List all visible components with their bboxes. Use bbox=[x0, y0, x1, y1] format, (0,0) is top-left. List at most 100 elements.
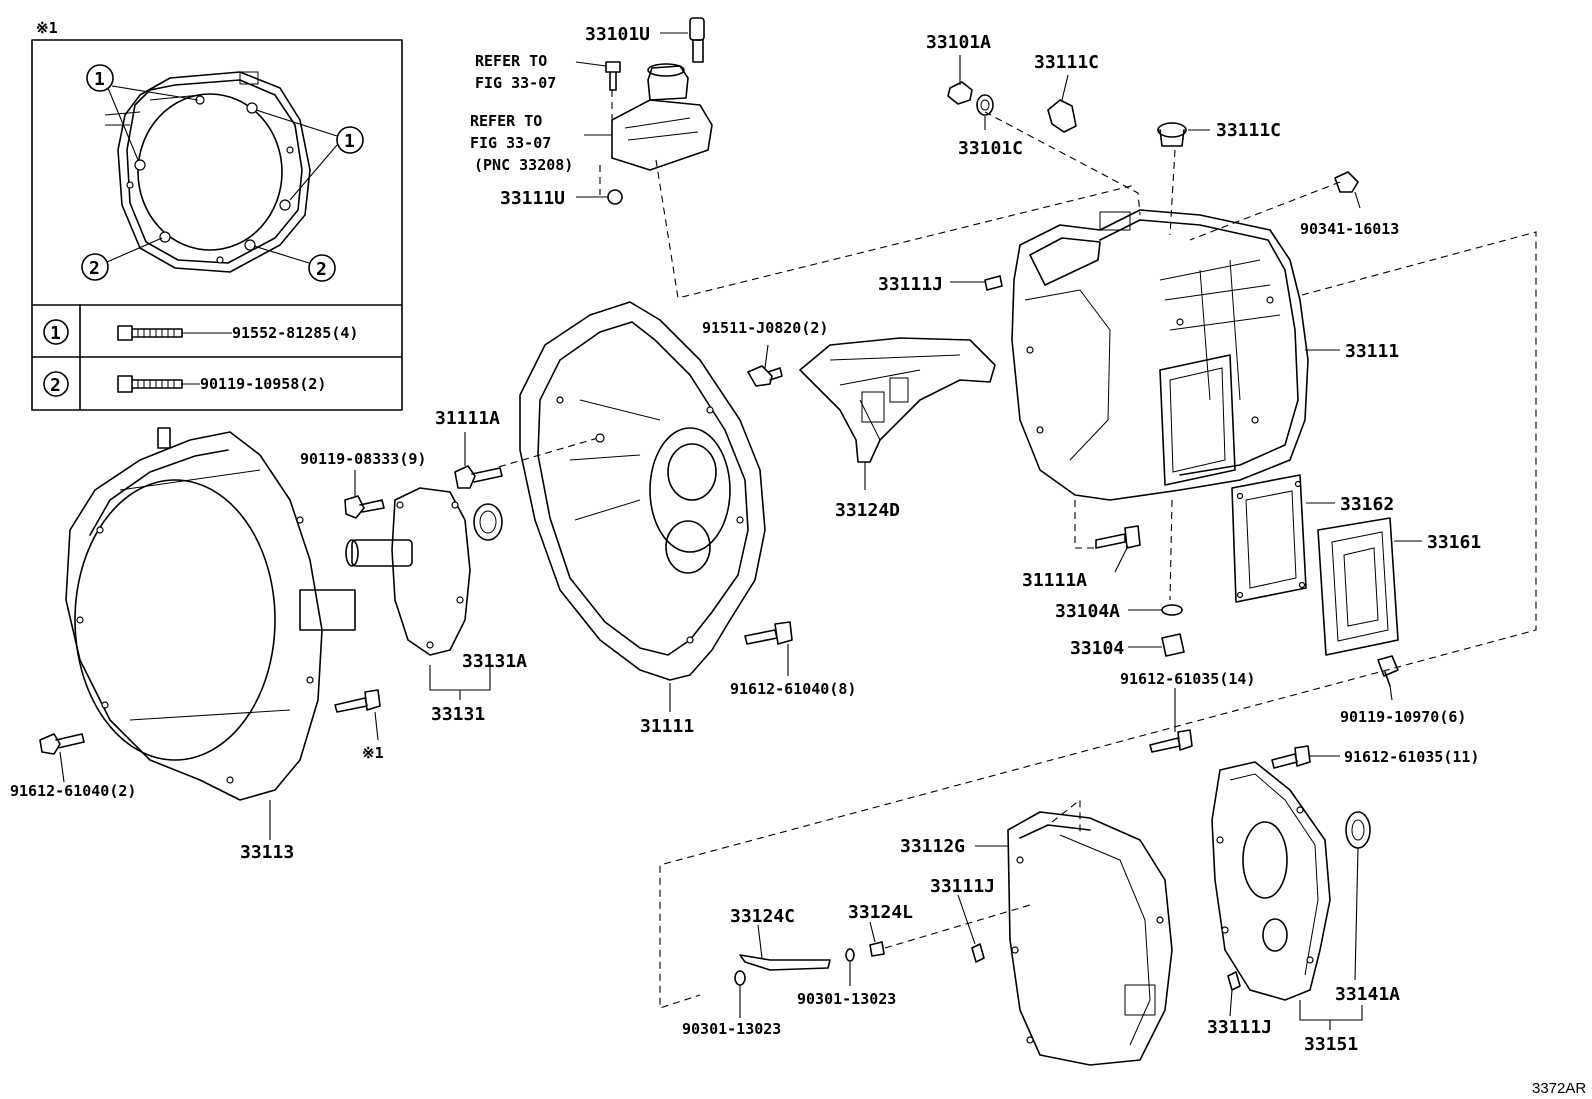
label-33111J-a: 33111J bbox=[878, 274, 943, 295]
legend-part-1: 91552-81285(4) bbox=[232, 324, 358, 342]
label-91612-61035-14: 91612-61035(14) bbox=[1120, 670, 1255, 688]
label-33124C: 33124C bbox=[730, 906, 795, 927]
bolt-91612-61035-14 bbox=[1149, 729, 1193, 753]
label-33111: 33111 bbox=[1345, 341, 1399, 362]
callout-2-b: 2 bbox=[316, 259, 327, 280]
pin-33124L bbox=[869, 941, 885, 957]
callout-1-b: 1 bbox=[344, 131, 355, 152]
label-91612-61035-11: 91612-61035(11) bbox=[1344, 748, 1479, 766]
legend-key-1: 1 bbox=[50, 323, 61, 344]
bolt-31111A-a bbox=[454, 465, 503, 489]
extension-housing-33112G bbox=[1007, 811, 1173, 1066]
inset-legend-row-1: 1 91552-81285(4) bbox=[43, 319, 358, 345]
inset-frame bbox=[31, 39, 403, 411]
plug-33111C-a bbox=[1047, 99, 1077, 133]
breather-90341 bbox=[1334, 171, 1359, 193]
label-33111U: 33111U bbox=[500, 188, 565, 209]
washer-33104A bbox=[1161, 604, 1183, 616]
label-33131A: 33131A bbox=[462, 651, 527, 672]
oil-seal-33131A bbox=[473, 503, 503, 541]
label-33124D: 33124D bbox=[835, 500, 900, 521]
label-90119-08333: 90119-08333(9) bbox=[300, 450, 426, 468]
label-33101C: 33101C bbox=[958, 138, 1023, 159]
label-refer-2b: FIG 33-07 bbox=[470, 134, 551, 152]
label-33101A: 33101A bbox=[926, 32, 991, 53]
plug-33111C-b bbox=[1157, 122, 1187, 147]
callout-2-a: 2 bbox=[89, 258, 100, 279]
bolt-refer-fig bbox=[605, 61, 621, 91]
callout-1-a: 1 bbox=[94, 69, 105, 90]
inset-legend-row-2: 2 90119-10958(2) bbox=[43, 371, 326, 397]
bolt-91612-61035-11 bbox=[1271, 745, 1311, 769]
bearing-retainer-33131 bbox=[345, 487, 471, 656]
label-refer-1b: FIG 33-07 bbox=[475, 74, 556, 92]
label-91612-61040-2: 91612-61040(2) bbox=[10, 782, 136, 800]
bell-housing-33113 bbox=[65, 427, 356, 801]
bolt-90119-10970 bbox=[1377, 655, 1399, 687]
shift-lever-housing bbox=[611, 63, 713, 171]
label-33111C-a: 33111C bbox=[1034, 52, 1099, 73]
clutch-housing-31111 bbox=[519, 301, 766, 681]
label-31111A-a: 31111A bbox=[435, 408, 500, 429]
rear-retainer-33151 bbox=[1211, 761, 1331, 1001]
legend-key-2: 2 bbox=[50, 375, 61, 396]
bolt-91511 bbox=[747, 365, 783, 387]
label-31111A-b: 31111A bbox=[1022, 570, 1087, 591]
bolt-31111A-b bbox=[1095, 525, 1141, 549]
part-labels: 33101U REFER TO FIG 33-07 REFER TO FIG 3… bbox=[10, 24, 1586, 1097]
label-91612-61040-8: 91612-61040(8) bbox=[730, 680, 856, 698]
label-33124L: 33124L bbox=[848, 902, 913, 923]
label-33101U: 33101U bbox=[585, 24, 650, 45]
label-90119-10970: 90119-10970(6) bbox=[1340, 708, 1466, 726]
gasket-33162 bbox=[1231, 474, 1307, 603]
label-31111: 31111 bbox=[640, 716, 694, 737]
label-33161: 33161 bbox=[1427, 532, 1481, 553]
legend-part-2: 90119-10958(2) bbox=[200, 375, 326, 393]
adapter-plate-illustration bbox=[104, 71, 311, 273]
label-33111J-c: 33111J bbox=[1207, 1017, 1272, 1038]
label-90301-13023-b: 90301-13023 bbox=[797, 990, 896, 1008]
label-90341-16013: 90341-16013 bbox=[1300, 220, 1399, 238]
label-33111C-b: 33111C bbox=[1216, 120, 1281, 141]
label-33151: 33151 bbox=[1304, 1034, 1358, 1055]
label-note-mark-2: ※1 bbox=[362, 744, 384, 762]
bolt-91612-61040-2 bbox=[39, 733, 85, 755]
label-refer-1a: REFER TO bbox=[475, 52, 547, 70]
bolt-note-1 bbox=[334, 689, 381, 713]
label-refer-2a: REFER TO bbox=[470, 112, 542, 130]
label-33113: 33113 bbox=[240, 842, 294, 863]
dowel-33111J-a bbox=[984, 275, 1003, 291]
label-33131: 33131 bbox=[431, 704, 485, 725]
label-33111J-b: 33111J bbox=[930, 876, 995, 897]
label-pnc: (PNC 33208) bbox=[474, 156, 573, 174]
snap-ring-90301-a bbox=[734, 970, 746, 986]
dowel-33111J-c bbox=[1227, 971, 1241, 991]
label-33104: 33104 bbox=[1070, 638, 1124, 659]
transmission-case-33111 bbox=[1011, 209, 1309, 501]
label-91511-J0820: 91511-J0820(2) bbox=[702, 319, 828, 337]
inset-note-mark: ※1 bbox=[36, 19, 58, 37]
dowel-33111J-b bbox=[971, 943, 985, 963]
gasket-33101C bbox=[976, 94, 994, 116]
plug-33101U bbox=[689, 17, 705, 63]
bushing-33111U bbox=[607, 189, 623, 205]
bolt-91612-61040-8 bbox=[744, 621, 793, 645]
label-33112G: 33112G bbox=[900, 836, 965, 857]
leader-lines bbox=[59, 32, 1422, 1030]
figure-code: 3372AR bbox=[1532, 1080, 1586, 1097]
inset-callouts: 1 1 2 2 bbox=[81, 64, 364, 282]
bracket-33124D bbox=[799, 337, 996, 463]
plug-33104 bbox=[1161, 633, 1185, 657]
plug-33101A bbox=[947, 81, 973, 105]
cover-33161 bbox=[1317, 517, 1399, 656]
oil-seal-33141A bbox=[1345, 811, 1371, 849]
lever-33124C bbox=[739, 954, 831, 971]
assembly-dashed-lines bbox=[494, 90, 1537, 1009]
inset-panel: ※1 1 1 bbox=[31, 19, 403, 411]
label-90301-13023-a: 90301-13023 bbox=[682, 1020, 781, 1038]
label-33104A: 33104A bbox=[1055, 601, 1120, 622]
snap-ring-90301-b bbox=[845, 948, 855, 962]
label-33141A: 33141A bbox=[1335, 984, 1400, 1005]
bolt-90119-08333 bbox=[344, 495, 385, 519]
